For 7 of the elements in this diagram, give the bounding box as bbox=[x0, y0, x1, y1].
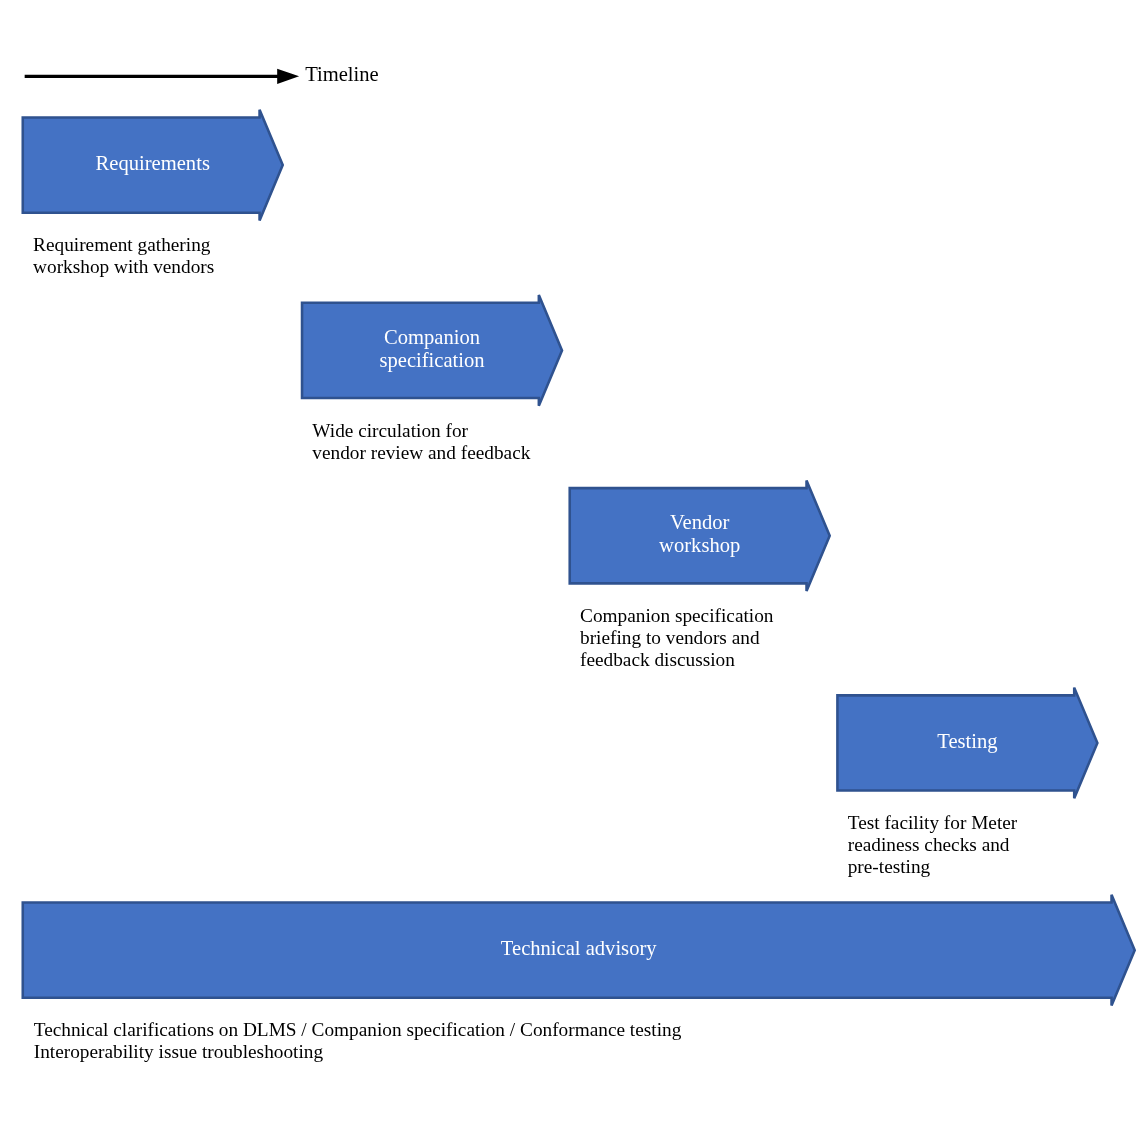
node-label: Companion specification briefing to vendors and feedback discussion bbox=[580, 604, 774, 670]
node-label: Test facility for Meter readiness checks and pre-testing bbox=[847, 811, 1018, 877]
label: Timeline bbox=[305, 62, 379, 85]
node-label: Technical clarifications on DLMS / Companion specification / Conformance testing bbox=[33, 1018, 682, 1040]
node-label: Requirement gathering workshop with vendors bbox=[33, 233, 215, 277]
node-label: Wide circulation for vendor review and feedback bbox=[312, 419, 531, 463]
node-label: Interoperability issue troubleshooting bbox=[33, 1040, 324, 1062]
